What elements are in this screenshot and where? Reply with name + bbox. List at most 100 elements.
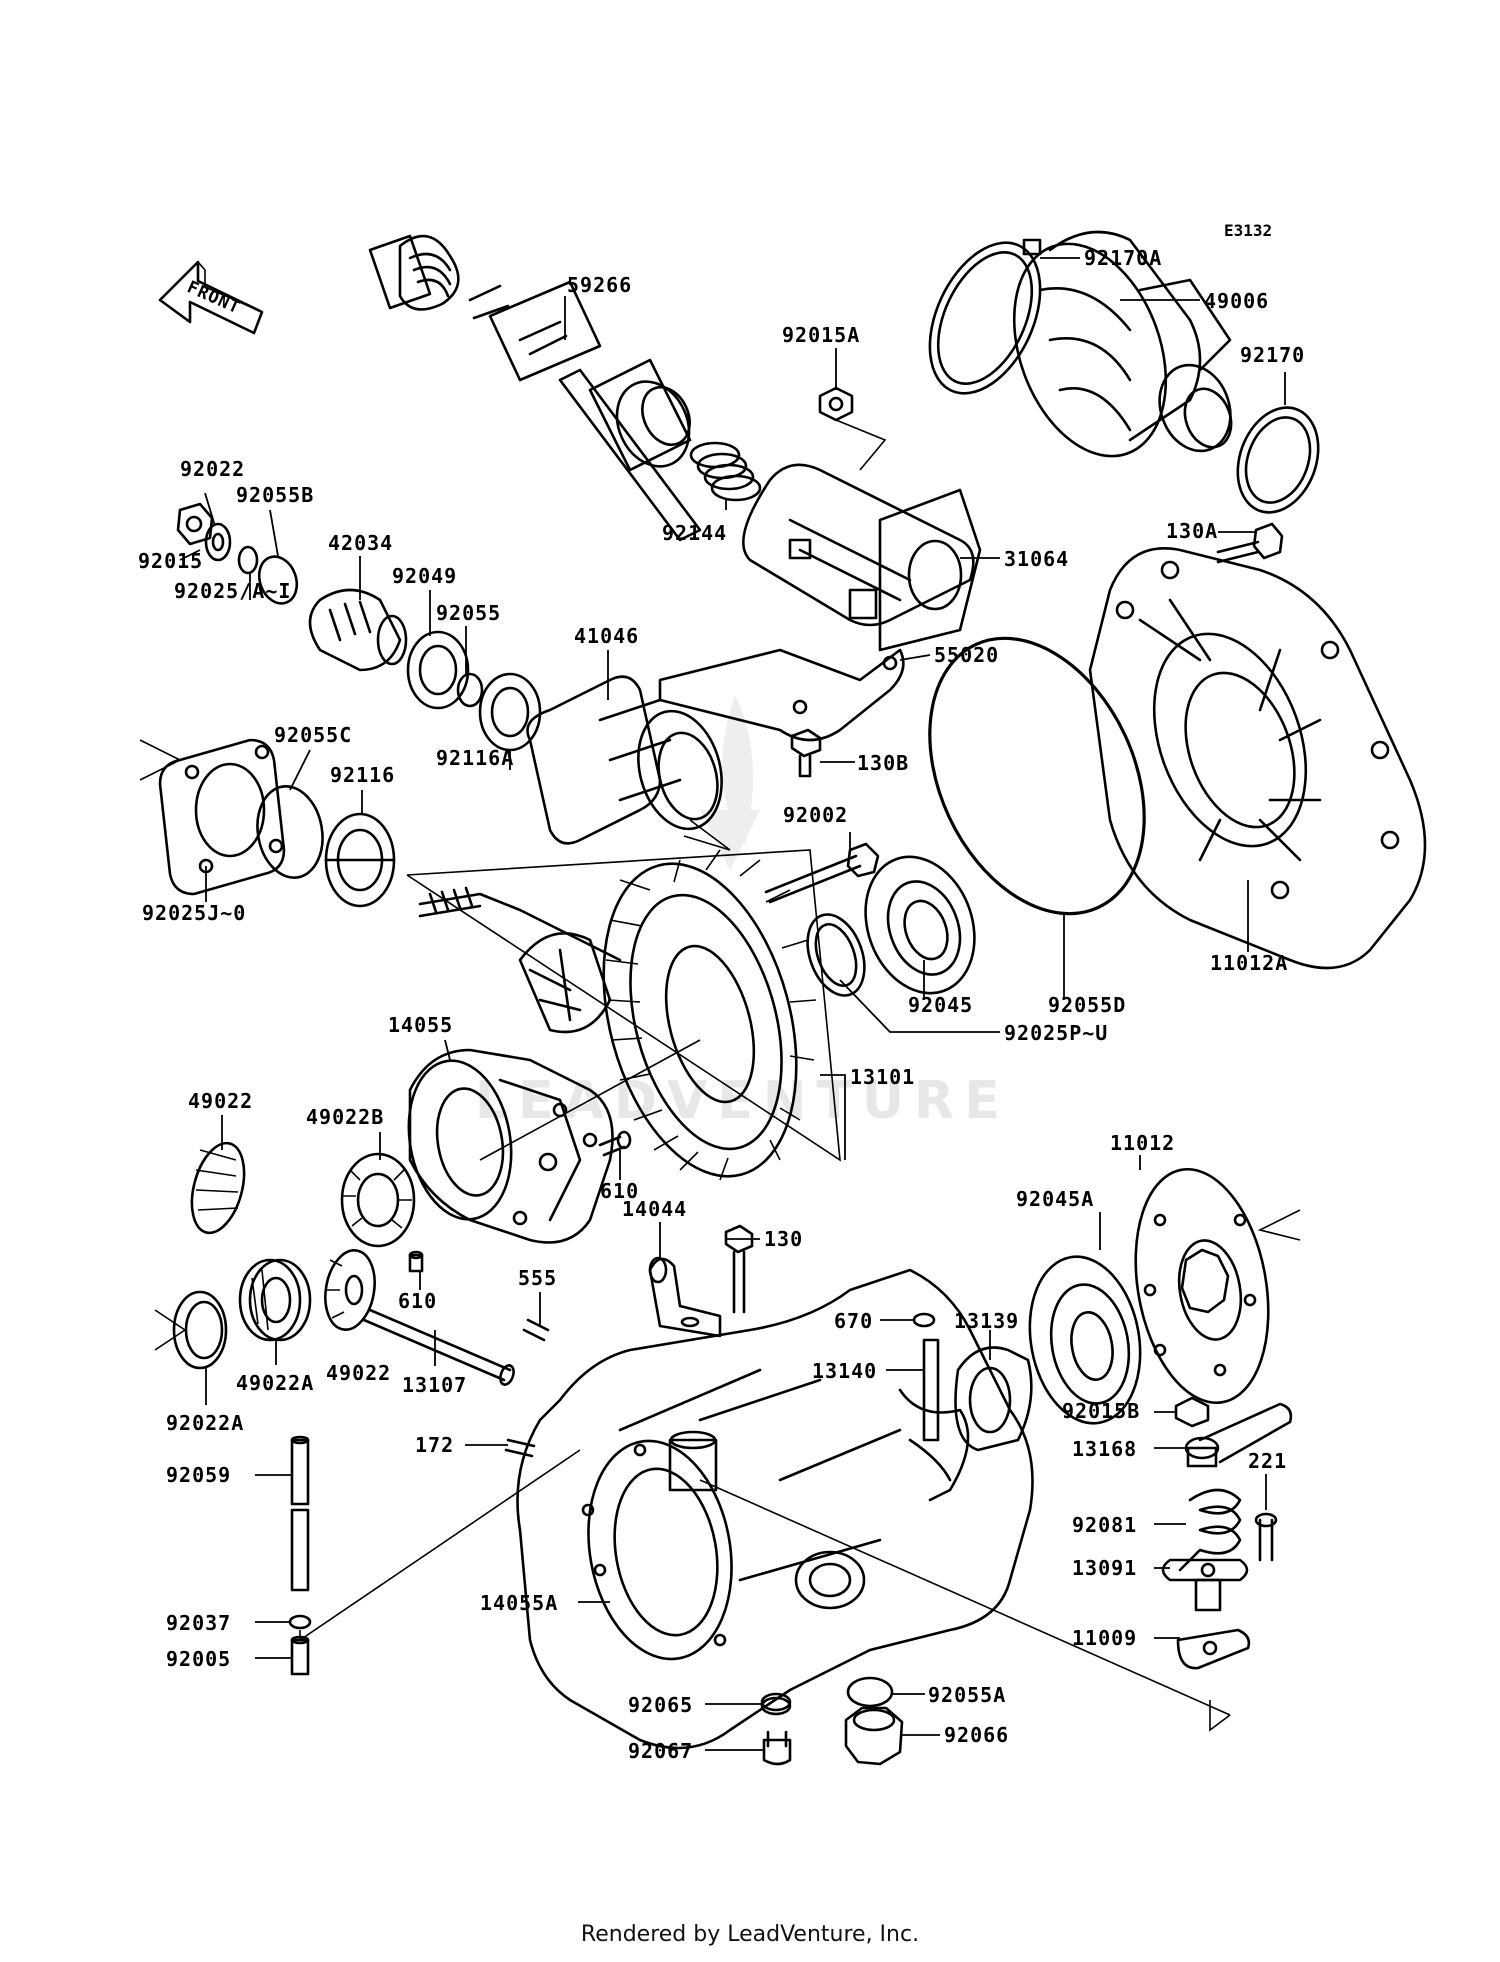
label-92045: 92045 (908, 993, 973, 1017)
label-92022A: 92022A (166, 1411, 244, 1435)
bolt-92067 (762, 1730, 792, 1766)
washer-92065 (760, 1692, 792, 1716)
label-92116: 92116 (330, 763, 395, 787)
screw-221 (1254, 1512, 1278, 1562)
label-92025-A-I: 92025/A~I (174, 579, 291, 603)
clamp-92170A (928, 238, 1042, 395)
label-92116A: 92116A (436, 746, 514, 770)
washer-92025-A-I (237, 545, 259, 575)
label-130B: 130B (857, 751, 909, 775)
label-130A: 130A (1166, 519, 1218, 543)
stud-172 (504, 1438, 536, 1458)
nut-92015 (176, 502, 214, 546)
leadventure-watermark: LEADVENTURE (475, 695, 1010, 1131)
label-92067: 92067 (628, 1739, 693, 1763)
bracket-14044 (648, 1256, 722, 1338)
gear-49022-lower (324, 1249, 376, 1331)
label-92144: 92144 (662, 521, 727, 545)
label-221: 221 (1248, 1449, 1287, 1473)
leader-lines (179, 257, 1286, 1751)
label-13139: 13139 (954, 1309, 1019, 1333)
label-92170A: 92170A (1084, 246, 1162, 270)
svg-text:LEADVENTURE: LEADVENTURE (475, 1071, 1010, 1131)
differential-case-14055 (407, 1039, 701, 1244)
pin-92059 (290, 1435, 310, 1592)
label-92045A: 92045A (1016, 1187, 1094, 1211)
label-92005: 92005 (166, 1647, 231, 1671)
footer-credit: Rendered by LeadVenture, Inc. (580, 1922, 920, 1947)
shim-92025P-U (806, 913, 866, 997)
label-49022-lower: 49022 (326, 1361, 391, 1385)
label-14044: 14044 (622, 1197, 687, 1221)
label-92037: 92037 (166, 1611, 231, 1635)
spring-92144 (689, 441, 762, 502)
pin-610-lower (408, 1250, 424, 1273)
washer-92022 (204, 522, 232, 562)
o-ring-92055D (928, 636, 1146, 916)
coupling-42034 (308, 588, 408, 672)
label-92015: 92015 (138, 549, 203, 573)
bolt-130B (790, 728, 822, 778)
bolt-130 (724, 1224, 754, 1314)
label-92066: 92066 (944, 1723, 1009, 1747)
label-92055A: 92055A (928, 1683, 1006, 1707)
gear-set-13101 (406, 849, 841, 1181)
label-49006: 49006 (1204, 289, 1269, 313)
nut-92015A (818, 386, 887, 471)
o-ring-92055 (456, 672, 484, 708)
gear-49022B (340, 1152, 416, 1248)
o-ring-92055A (846, 1676, 894, 1708)
clip-92037 (288, 1614, 312, 1630)
plug-92005 (290, 1635, 310, 1676)
front-arrow-icon: FRONT (158, 260, 264, 335)
label-59266: 59266 (567, 273, 632, 297)
gasket-11009 (1176, 1628, 1251, 1732)
spring-92081 (1178, 1488, 1242, 1572)
label-49022B: 49022B (306, 1105, 384, 1129)
label-14055: 14055 (388, 1013, 453, 1037)
shaft-13107 (362, 1308, 515, 1386)
label-92055D: 92055D (1048, 993, 1126, 1017)
label-92055: 92055 (436, 601, 501, 625)
label-92055C: 92055C (274, 723, 352, 747)
label-31064: 31064 (1004, 547, 1069, 571)
bracket-55020 (658, 648, 905, 742)
label-92022: 92022 (180, 457, 245, 481)
label-92081: 92081 (1072, 1513, 1137, 1537)
label-41046: 41046 (574, 624, 639, 648)
label-92002: 92002 (783, 803, 848, 827)
o-ring-92055B (257, 555, 299, 605)
housing-41046 (526, 675, 731, 851)
bearing-92116A (478, 672, 542, 752)
bolt-130A (1216, 522, 1284, 564)
label-13107: 13107 (402, 1373, 467, 1397)
label-92015A: 92015A (782, 323, 860, 347)
drive-shaft-59266 (368, 234, 702, 542)
o-ring-670 (912, 1312, 936, 1328)
label-610-upper: 610 (600, 1179, 639, 1203)
cover-11012 (1134, 1167, 1301, 1405)
washer-92022A (154, 1290, 228, 1370)
clamp-92170 (1236, 406, 1320, 514)
label-49022: 49022 (188, 1089, 253, 1113)
part-labels: 92170A 49006 92170 59266 92015A 31064 92… (138, 246, 1304, 1763)
gear-49022A (238, 1258, 312, 1342)
label-610-lower: 610 (398, 1289, 437, 1313)
bearing-92045 (864, 855, 976, 995)
label-13101: 13101 (850, 1065, 915, 1089)
cover-11012A (1088, 547, 1427, 970)
diagram-code: E3132 (1224, 221, 1272, 240)
label-49022A: 49022A (236, 1371, 314, 1395)
label-13168: 13168 (1072, 1437, 1137, 1461)
pin-555 (522, 1318, 550, 1342)
label-42034: 42034 (328, 531, 393, 555)
shaft-13091 (1161, 1558, 1249, 1612)
label-14055A: 14055A (480, 1591, 558, 1615)
gasket-92025J-0 (139, 738, 286, 896)
label-92025P-U: 92025P~U (1004, 1021, 1108, 1045)
shift-fork-13140 (898, 1338, 970, 1502)
bolt-92002 (764, 842, 880, 904)
label-13091: 13091 (1072, 1556, 1137, 1580)
plug-92066 (844, 1706, 904, 1766)
